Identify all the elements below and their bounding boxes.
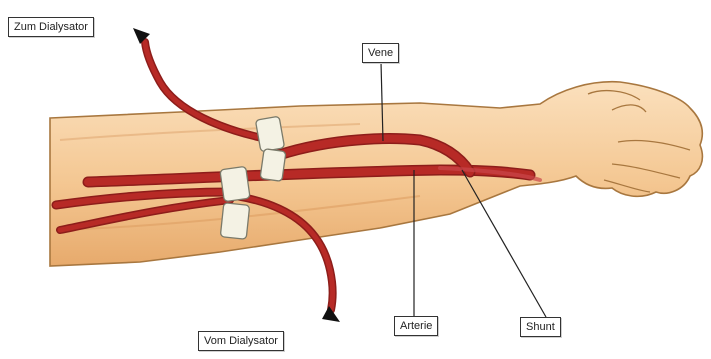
vom-dialysator-label: Vom Dialysator <box>198 331 284 351</box>
tape-strip <box>255 116 284 152</box>
tape-strip <box>220 203 249 240</box>
zum-dialysator-label: Zum Dialysator <box>8 17 94 37</box>
arterie-label: Arterie <box>394 316 438 336</box>
tape-strip <box>260 149 286 182</box>
tape-strip <box>220 166 250 201</box>
shunt-label: Shunt <box>520 317 561 337</box>
vessels <box>56 42 540 310</box>
vene-label: Vene <box>362 43 399 63</box>
